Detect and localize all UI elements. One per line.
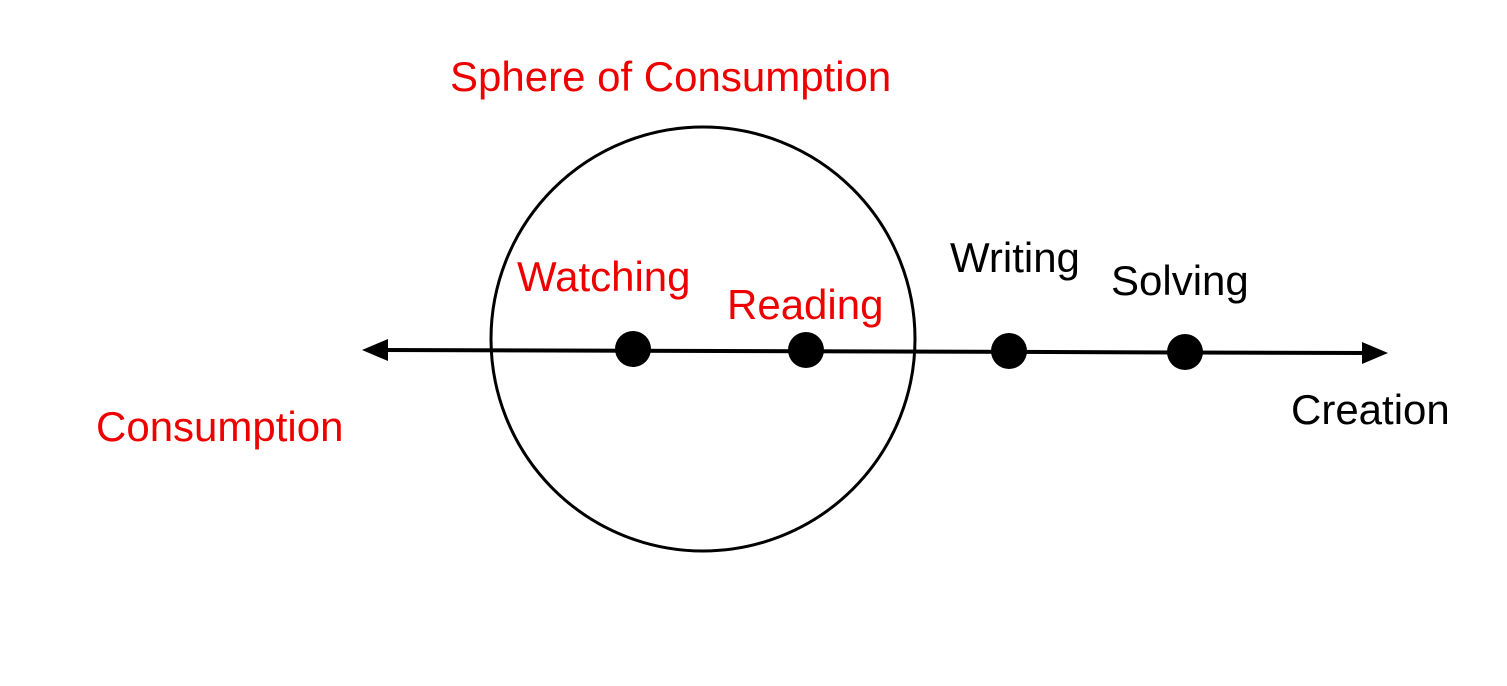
left-arrowhead: [362, 339, 388, 361]
sphere-title: Sphere of Consumption: [450, 53, 891, 100]
sphere-circle: [489, 125, 917, 553]
label-consumption: Consumption: [96, 403, 343, 450]
label-solving: Solving: [1111, 257, 1249, 304]
label-reading: Reading: [727, 281, 883, 328]
point-writing: [991, 333, 1027, 369]
axis-line: [381, 348, 1369, 355]
point-reading: [788, 332, 824, 368]
point-solving: [1167, 334, 1203, 370]
right-arrowhead: [1362, 342, 1388, 364]
label-watching: Watching: [517, 253, 691, 300]
label-creation: Creation: [1291, 386, 1450, 433]
label-writing: Writing: [950, 234, 1080, 281]
point-watching: [615, 331, 651, 367]
